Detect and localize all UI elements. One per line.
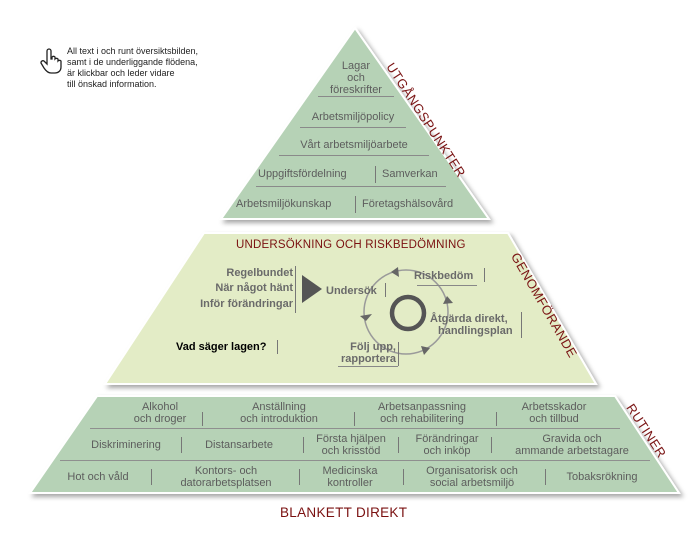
rutin-line: Arbetsanpassning [377, 401, 467, 413]
rutin-line: Kontors- och [194, 465, 258, 477]
link-distansarbete[interactable]: Distansarbete [205, 439, 273, 451]
divider [398, 342, 399, 366]
trigger-bracket [295, 266, 296, 313]
link-organisatorisk[interactable]: Organisatorisk och social arbetsmiljö [412, 465, 532, 489]
center-ring-icon [389, 294, 427, 332]
atgarda-line: handlingsplan [438, 325, 513, 337]
divider [403, 469, 404, 485]
divider [354, 412, 355, 426]
folj-underline [338, 366, 398, 367]
divider [151, 469, 152, 485]
link-uppgiftsfordelning[interactable]: Uppgiftsfördelning [258, 168, 347, 180]
rutin-line: Arbetsskador [521, 401, 587, 413]
cycle-undersok[interactable]: Undersök [326, 285, 377, 297]
link-lagar-och-foreskrifter[interactable]: Lagar och föreskrifter [318, 60, 394, 97]
link-forandringar[interactable]: Förändringar och inköp [408, 433, 486, 457]
divider [385, 283, 386, 297]
divider [181, 437, 182, 453]
trigger-infor-forandringar[interactable]: Inför förändringar [200, 298, 293, 310]
link-arbetsmiljopolicy[interactable]: Arbetsmiljöpolicy [300, 111, 406, 128]
rutin-line: Medicinska [322, 465, 378, 477]
atgarda-line: Åtgärda direkt, [430, 313, 508, 325]
rutin-line: ammande arbetstagare [515, 445, 629, 457]
link-forsta-hjalpen[interactable]: Första hjälpen och krisstöd [308, 433, 394, 457]
cycle-ring [363, 269, 449, 355]
rutin-line: Alkohol [141, 401, 179, 413]
divider [355, 196, 356, 213]
middle-tier-trapezoid [103, 232, 598, 385]
lagar-line: och [347, 72, 365, 84]
link-anstallning[interactable]: Anställning och introduktion [224, 401, 334, 425]
link-hot-och-vald[interactable]: Hot och våld [67, 471, 129, 483]
cycle-arrow-bottom [421, 346, 430, 355]
cycle-arrow-right [443, 296, 453, 304]
divider [545, 469, 546, 485]
cycle-arrow-left [360, 314, 372, 321]
note-line: samt i de underliggande flödena, [67, 57, 198, 67]
divider [277, 340, 278, 354]
link-foretagshalsovard[interactable]: Företagshälsovård [362, 198, 454, 210]
rutin-line: och inköp [423, 445, 471, 457]
row-underline [60, 460, 650, 461]
rutin-line: och krisstöd [321, 445, 381, 457]
link-diskriminering[interactable]: Diskriminering [91, 439, 161, 451]
divider [521, 312, 522, 338]
divider [491, 437, 492, 453]
instruction-note: All text i och runt översiktsbilden, sam… [67, 46, 198, 90]
rutin-line: kontroller [327, 477, 373, 489]
top-tier-triangle [219, 26, 491, 220]
link-tobaksrokning[interactable]: Tobaksrökning [566, 471, 638, 483]
divider [303, 437, 304, 453]
link-alkohol-och-droger[interactable]: Alkohol och droger [118, 401, 202, 425]
link-samverkan[interactable]: Samverkan [382, 168, 438, 180]
divider [496, 412, 497, 426]
lagar-line: Lagar [341, 60, 371, 72]
divider [375, 166, 376, 183]
divider [398, 437, 399, 453]
note-line: All text i och runt översiktsbilden, [67, 46, 199, 56]
divider [299, 469, 300, 485]
rutin-line: social arbetsmiljö [429, 477, 515, 489]
rutin-line: Anställning [252, 401, 306, 413]
riskbedom-underline [417, 285, 477, 286]
link-arbetsanpassning[interactable]: Arbetsanpassning och rehabilitering [362, 401, 482, 425]
middle-tier-title[interactable]: UNDERSÖKNING OCH RISKBEDÖMNING [236, 239, 466, 251]
link-arbetsmiljokunskap[interactable]: Arbetsmiljökunskap [236, 198, 332, 210]
note-line: till önskad information. [67, 79, 157, 89]
rutin-line: datorarbetsplatsen [180, 477, 272, 489]
lagar-line: föreskrifter [330, 84, 382, 96]
rutin-line: och rehabilitering [380, 413, 464, 425]
cycle-riskbedom[interactable]: Riskbedöm [414, 270, 474, 282]
rutin-line: och droger [133, 413, 187, 425]
folj-line: rapportera [340, 353, 396, 365]
note-line: är klickbar och leder vidare [67, 68, 175, 78]
rutin-line: Förändringar [415, 433, 479, 445]
rutin-line: och tillbud [529, 413, 579, 425]
link-blankett-direkt[interactable]: BLANKETT DIREKT [280, 505, 408, 520]
folj-line: Följ upp, [350, 341, 396, 353]
play-arrow-icon [302, 275, 322, 303]
rutin-line: Organisatorisk och [426, 465, 518, 477]
trigger-regelbundet[interactable]: Regelbundet [226, 267, 293, 279]
link-vad-sager-lagen[interactable]: Vad säger lagen? [176, 341, 267, 353]
link-vart-arbetsmiljoarbete[interactable]: Vårt arbetsmiljöarbete [279, 139, 429, 156]
row-underline [90, 428, 620, 429]
divider [484, 268, 485, 282]
rutin-line: Gravida och [542, 433, 602, 445]
link-kontors[interactable]: Kontors- och datorarbetsplatsen [166, 465, 286, 489]
rutin-line: och introduktion [240, 413, 318, 425]
cycle-atgarda[interactable]: Åtgärda direkt, handlingsplan [430, 313, 522, 337]
trigger-nar-nagot-hant[interactable]: När något hänt [215, 282, 293, 294]
link-gravida[interactable]: Gravida och ammande arbetstagare [502, 433, 642, 457]
rutin-line: Första hjälpen [316, 433, 386, 445]
link-medicinska-kontroller[interactable]: Medicinska kontroller [312, 465, 388, 489]
link-samverkan-underline [256, 186, 446, 187]
pointing-hand-icon [40, 48, 62, 79]
link-arbetsskador[interactable]: Arbetsskador och tillbud [504, 401, 604, 425]
cycle-arrow-top [391, 267, 399, 277]
divider [202, 412, 203, 426]
bottom-tier-trapezoid [28, 395, 681, 494]
cycle-folj-upp[interactable]: Följ upp, rapportera [334, 341, 396, 365]
